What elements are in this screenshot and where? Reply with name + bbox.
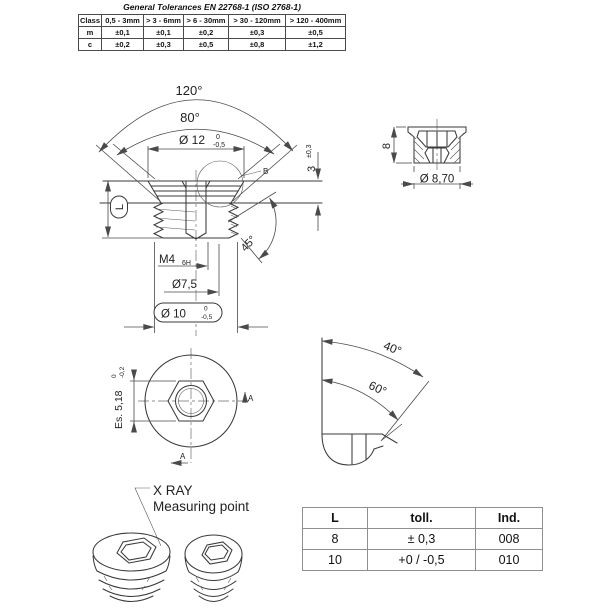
tolerance-header-cell: > 30 - 120mm bbox=[228, 14, 286, 27]
dim-angle-60: 60° bbox=[367, 378, 390, 398]
dim-dia12-tol-upper: 0 bbox=[216, 134, 220, 141]
size-table-row: 8 ± 0,3 008 bbox=[302, 528, 543, 550]
tolerance-cell: c bbox=[78, 38, 102, 51]
dim-angle-40: 40° bbox=[381, 338, 403, 358]
section-a-label-bottom: A bbox=[180, 452, 186, 461]
tolerance-table-title: General Tolerances EN 22768-1 (ISO 2768-… bbox=[123, 2, 301, 12]
dim-aux-height: 8 bbox=[381, 143, 393, 149]
dim-length: L bbox=[114, 204, 126, 210]
tolerance-header-cell: Class bbox=[78, 14, 102, 27]
top-view: 8 Ø 8,70 bbox=[381, 119, 473, 189]
main-section-view: B Ø 12 0 -0,5 80° 120° 3 ±0,3 45° M4 6H … bbox=[95, 83, 323, 336]
size-header-cell: L bbox=[302, 507, 368, 529]
size-table-header-row: L toll. Ind. bbox=[302, 507, 543, 529]
tolerance-header-row: Class 0,5 - 3mm > 3 - 6mm > 6 - 30mm > 3… bbox=[78, 14, 346, 27]
front-view: A A Es. 5,18 0 -0,2 bbox=[111, 348, 254, 466]
dim-angle-80: 80° bbox=[180, 110, 200, 125]
size-cell: +0 / -0,5 bbox=[367, 549, 476, 571]
size-cell: 010 bbox=[475, 549, 543, 571]
dim-dia75: Ø7,5 bbox=[172, 279, 197, 291]
detail-view-b: 40° 60° bbox=[321, 337, 430, 466]
section-a-label-right: A bbox=[248, 394, 254, 403]
tolerance-table: Class 0,5 - 3mm > 3 - 6mm > 6 - 30mm > 3… bbox=[78, 14, 346, 51]
tolerance-header-cell: > 6 - 30mm bbox=[183, 14, 229, 27]
size-cell: 10 bbox=[302, 549, 368, 571]
dim-dia12-tol-lower: -0,5 bbox=[213, 142, 225, 149]
tolerance-row-c: c ±0,2 ±0,3 ±0,5 ±0,8 ±1,2 bbox=[78, 38, 346, 51]
dim-hex-socket-tol-upper: 0 bbox=[111, 374, 118, 378]
detail-circle-b bbox=[196, 160, 244, 208]
tolerance-header-cell: 0,5 - 3mm bbox=[101, 14, 144, 27]
dim-hex-socket: Es. 5,18 bbox=[113, 390, 125, 429]
tolerance-cell: ±0,2 bbox=[101, 38, 144, 51]
xray-note-line2: Measuring point bbox=[153, 499, 249, 514]
tolerance-cell: m bbox=[78, 26, 102, 39]
size-cell: 008 bbox=[475, 528, 543, 550]
dim-dia10-tol-upper: 0 bbox=[204, 306, 208, 313]
tolerance-cell: ±0,2 bbox=[183, 26, 229, 39]
dim-length-capsule bbox=[110, 195, 128, 219]
tolerance-header-cell: > 3 - 6mm bbox=[143, 14, 184, 27]
tolerance-cell: ±0,1 bbox=[143, 26, 184, 39]
dim-angle-120: 120° bbox=[176, 83, 203, 98]
dim-hex-socket-tol-lower: -0,2 bbox=[119, 366, 126, 378]
size-header-cell: toll. bbox=[367, 507, 476, 529]
dim-dia10-tol-lower: -0,5 bbox=[201, 314, 213, 321]
xray-note-line1: X RAY bbox=[153, 483, 193, 498]
dim-dia10: Ø 10 bbox=[161, 309, 186, 321]
dim-height3-tol: ±0,3 bbox=[306, 144, 313, 158]
tolerance-cell: ±0,5 bbox=[285, 26, 346, 39]
dim-height3: 3 bbox=[306, 166, 318, 172]
dim-thread: M4 bbox=[159, 254, 176, 266]
tolerance-cell: ±0,8 bbox=[228, 38, 286, 51]
detail-b-label: B bbox=[263, 167, 268, 176]
dim-thread-spec: 6H bbox=[182, 260, 191, 267]
dim-aux-dia: Ø 8,70 bbox=[420, 174, 455, 186]
tolerance-cell: ±0,3 bbox=[228, 26, 286, 39]
size-cell: ± 0,3 bbox=[367, 528, 476, 550]
dim-dia12: Ø 12 bbox=[179, 133, 205, 147]
tolerance-cell: ±0,1 bbox=[101, 26, 144, 39]
tolerance-row-m: m ±0,1 ±0,1 ±0,2 ±0,3 ±0,5 bbox=[78, 26, 346, 39]
size-cell: 8 bbox=[302, 528, 368, 550]
tolerance-header-cell: > 120 - 400mm bbox=[285, 14, 346, 27]
iso-view-plugs: X RAY Measuring point bbox=[92, 483, 249, 603]
size-table-row: 10 +0 / -0,5 010 bbox=[302, 549, 543, 571]
iso-plug-2 bbox=[184, 534, 243, 603]
dim-dia10-capsule bbox=[153, 302, 223, 323]
tolerance-cell: ±1,2 bbox=[285, 38, 346, 51]
tolerance-cell: ±0,5 bbox=[183, 38, 229, 51]
iso-plug-1 bbox=[92, 532, 171, 603]
tolerance-cell: ±0,3 bbox=[143, 38, 184, 51]
size-header-cell: Ind. bbox=[475, 507, 543, 529]
dim-angle-45: 45° bbox=[239, 234, 259, 254]
size-table: L toll. Ind. 8 ± 0,3 008 10 +0 / -0,5 01… bbox=[302, 507, 543, 571]
